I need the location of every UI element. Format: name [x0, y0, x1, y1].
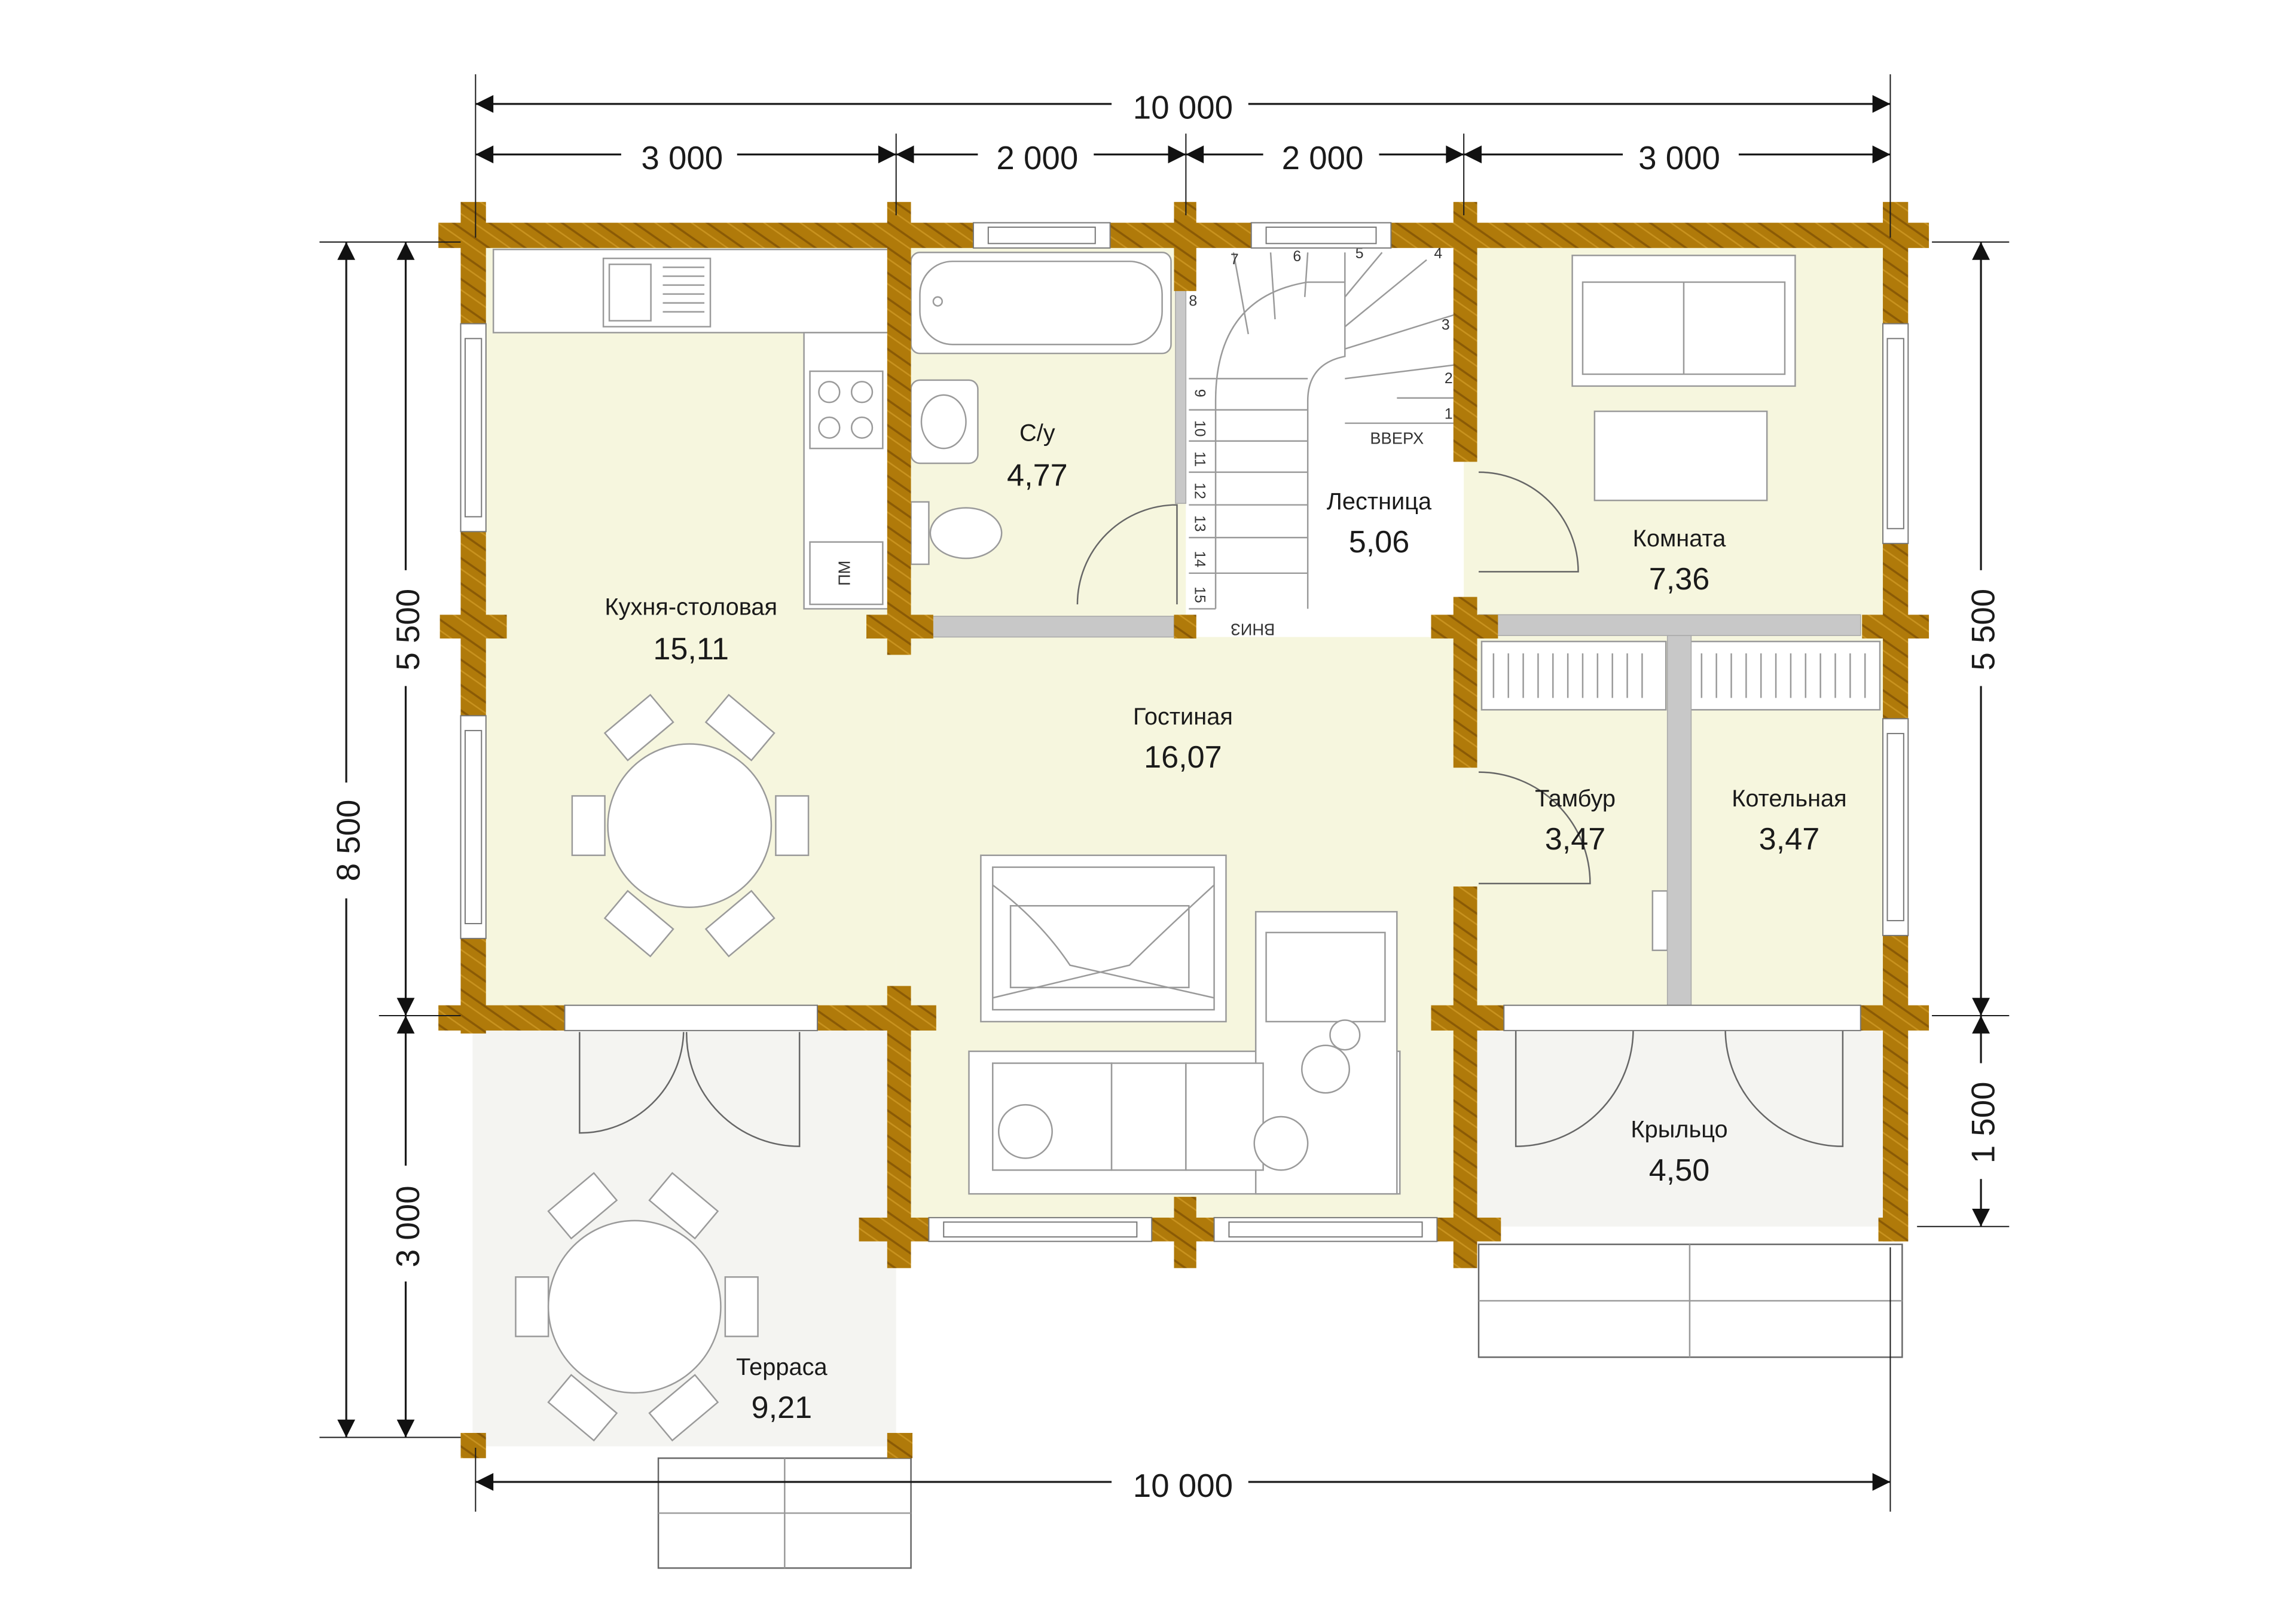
dim-top-total: 10 000	[1133, 90, 1233, 126]
wardrobes	[1480, 640, 1881, 951]
stair-step-8: 8	[1189, 294, 1197, 310]
kitchen-dining-table	[571, 693, 810, 958]
stair-step-1: 1	[1445, 406, 1453, 422]
wall-stairs-bottom-post	[1174, 615, 1196, 639]
vestibule-area: 3,47	[1545, 822, 1606, 857]
stair-step-4: 4	[1434, 246, 1442, 262]
room-area: 7,36	[1649, 562, 1710, 597]
boiler-name: Котельная	[1732, 785, 1846, 812]
stairs-area: 5,06	[1349, 525, 1410, 560]
living-area: 16,07	[1144, 740, 1222, 775]
dim-left-total: 8 500	[330, 800, 367, 882]
stair-step-9: 9	[1191, 389, 1207, 398]
wall-vestibule-left	[1453, 886, 1477, 1269]
partitions	[931, 614, 1861, 1016]
vestibule-name: Тамбур	[1535, 785, 1616, 812]
dimension-labels: 10 000 3 000 2 000 2 000 3 000 10 000 8 …	[325, 83, 2002, 1504]
terrace-steps	[657, 1457, 912, 1569]
terrace-name: Терраса	[736, 1354, 828, 1380]
wall-porch-bottom-post	[1878, 1217, 1909, 1242]
stair-up-label: ВВЕРХ	[1370, 429, 1424, 448]
dim-top-segment-3: 2 000	[1282, 140, 1364, 176]
kitchen-counter: ПМ	[492, 249, 893, 610]
wall-bathroom-left	[887, 201, 911, 655]
stairs-name: Лестница	[1327, 488, 1432, 515]
wall-stairs-left	[1174, 201, 1196, 291]
stair-step-3: 3	[1442, 317, 1450, 333]
porch-floor	[1471, 1016, 1895, 1227]
doors	[579, 471, 1844, 1147]
bathroom-name: С/у	[1019, 420, 1055, 447]
dim-top-segment-4: 3 000	[1638, 140, 1720, 176]
stair-step-5: 5	[1355, 246, 1364, 262]
stair-down-label: ВНИЗ	[1231, 620, 1275, 638]
boiler-area: 3,47	[1759, 822, 1820, 857]
wall-room-left	[1453, 201, 1477, 462]
stair-step-2: 2	[1445, 371, 1453, 387]
bathroom-area: 4,77	[1007, 458, 1068, 493]
kitchen-name: Кухня-столовая	[604, 594, 777, 620]
porch-steps	[1477, 1243, 1903, 1358]
dim-top-segment-1: 3 000	[641, 140, 723, 176]
stair-step-14: 14	[1191, 551, 1207, 568]
terrace-dining-table	[515, 1172, 759, 1442]
room-labels: Кухня-столовая 15,11 С/у 4,77 Лестница 5…	[604, 420, 1846, 1425]
stair-step-15: 15	[1191, 586, 1207, 603]
stair-step-6: 6	[1293, 249, 1301, 265]
windows	[460, 222, 1909, 1242]
bathroom-fixtures	[910, 252, 1172, 566]
stair-step-12: 12	[1191, 482, 1207, 499]
terrace-floor	[472, 1016, 896, 1447]
stair-step-7: 7	[1231, 252, 1239, 268]
dim-bottom-total: 10 000	[1133, 1468, 1233, 1504]
dim-top-segment-2: 2 000	[996, 140, 1078, 176]
living-furniture	[968, 854, 1401, 1195]
dim-left-upper: 5 500	[390, 589, 426, 671]
staircase: 1 2 3 4 5 6 7 8 9 10 11 12 13 14 15 ВВЕР…	[1175, 246, 1464, 638]
porch-area: 4,50	[1649, 1153, 1710, 1188]
dishwasher-label: ПМ	[835, 561, 854, 586]
kitchen-chairs	[571, 693, 810, 958]
dim-right-upper: 5 500	[1965, 589, 2001, 671]
room-name: Комната	[1633, 525, 1727, 552]
living-name: Гостиная	[1133, 704, 1233, 730]
stair-step-10: 10	[1191, 420, 1207, 437]
stair-step-11: 11	[1191, 451, 1207, 467]
walls	[438, 201, 1929, 1459]
stair-step-13: 13	[1191, 515, 1207, 532]
terrace-area: 9,21	[752, 1390, 813, 1425]
dim-right-lower: 1 500	[1965, 1082, 2001, 1164]
porch-name: Крыльцо	[1631, 1117, 1727, 1143]
dim-left-lower: 3 000	[390, 1185, 426, 1267]
kitchen-area: 15,11	[653, 632, 729, 667]
room-furniture	[1571, 255, 1796, 502]
